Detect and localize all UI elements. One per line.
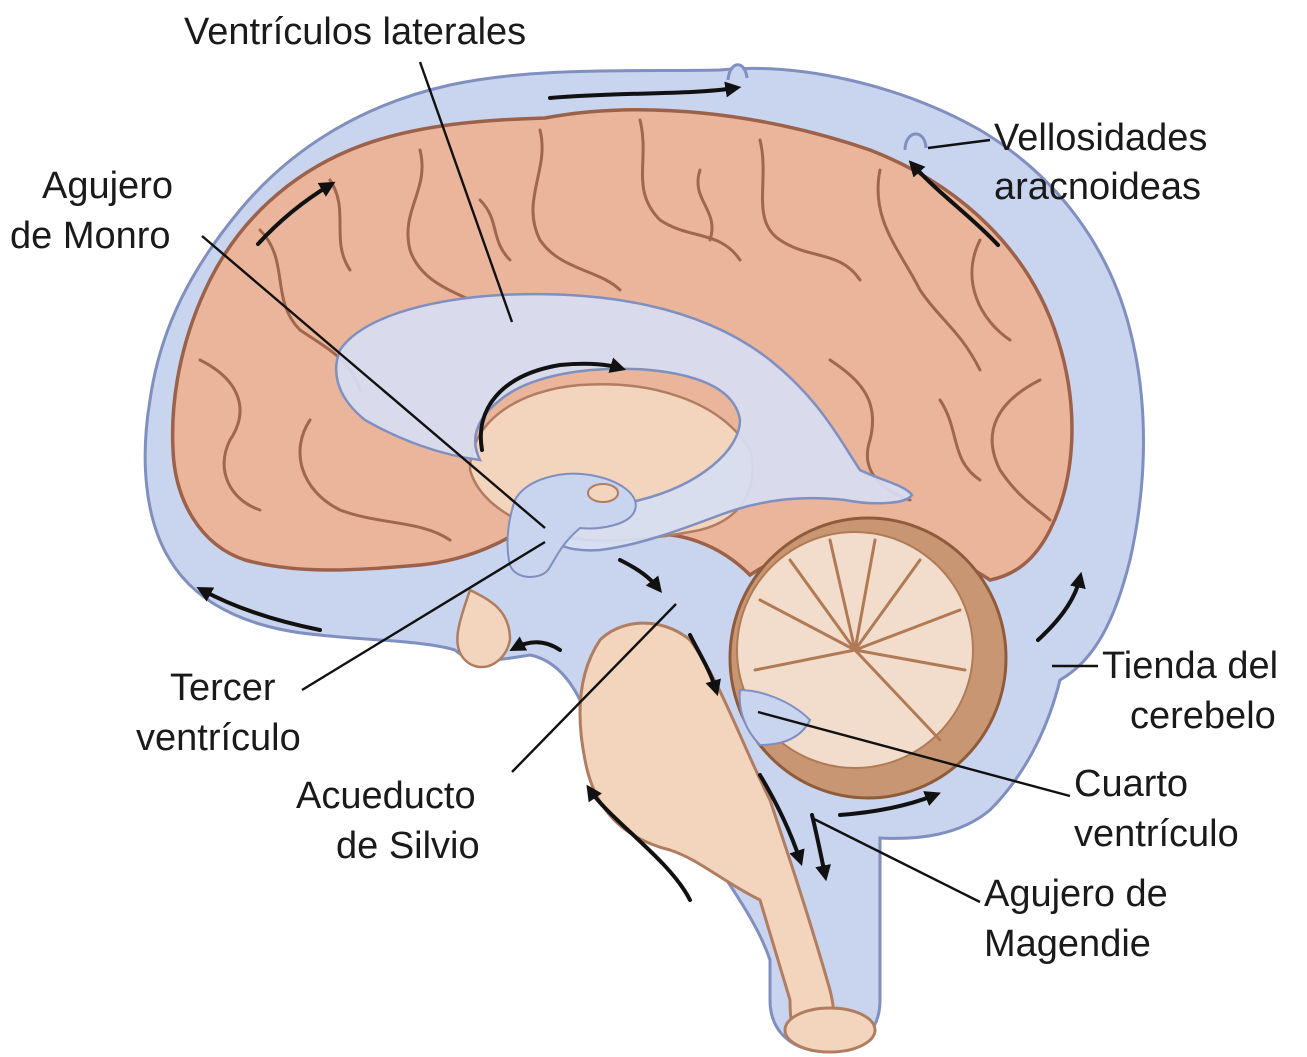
- label-arachnoid-villi-line1: Vellosidades: [994, 117, 1207, 159]
- label-fourth-ventricle-line2: ventrículo: [1074, 813, 1239, 855]
- label-lateral-ventricles: Ventrículos laterales: [184, 11, 526, 53]
- label-third-ventricle-line1: Tercer: [170, 667, 276, 709]
- cerebellum: [730, 518, 1006, 798]
- label-foramen-magendie-line1: Agujero de: [984, 873, 1168, 915]
- label-fourth-ventricle-line1: Cuarto: [1074, 763, 1188, 805]
- label-arachnoid-villi-line2: aracnoideas: [994, 166, 1201, 208]
- arachnoid-villus-1: [728, 65, 747, 80]
- label-foramen-monro-line1: Agujero: [42, 165, 173, 207]
- massa-intermedia: [588, 484, 618, 502]
- label-foramen-magendie-line2: Magendie: [984, 923, 1151, 965]
- label-aqueduct-line2: de Silvio: [336, 825, 480, 867]
- label-third-ventricle-line2: ventrículo: [136, 717, 301, 759]
- label-tentorium-line1: Tienda del: [1102, 645, 1278, 687]
- label-foramen-monro-line2: de Monro: [10, 215, 171, 257]
- label-tentorium-line2: cerebelo: [1130, 695, 1276, 737]
- label-aqueduct-line1: Acueducto: [296, 775, 476, 817]
- spinal-cord-end: [785, 1008, 875, 1052]
- arachnoid-villus-2: [905, 134, 926, 150]
